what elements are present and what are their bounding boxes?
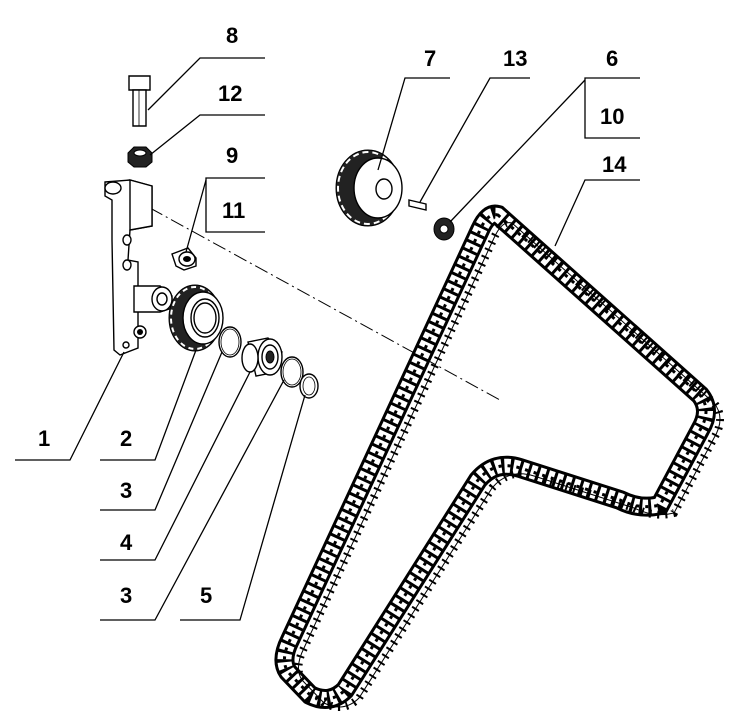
callout-2: 2 bbox=[120, 426, 132, 451]
callout-9: 9 bbox=[226, 143, 238, 168]
callout-10: 10 bbox=[600, 104, 624, 129]
washer-part bbox=[433, 217, 455, 241]
callout-13: 13 bbox=[503, 46, 527, 71]
screw-part bbox=[171, 247, 197, 271]
circlip-part bbox=[280, 356, 304, 388]
axis-centerline bbox=[149, 207, 501, 401]
callout-6: 6 bbox=[606, 46, 618, 71]
callout-5: 5 bbox=[200, 583, 212, 608]
callout-11: 11 bbox=[222, 198, 245, 223]
nut-part bbox=[127, 146, 153, 168]
callout-3-upper: 3 bbox=[120, 478, 132, 503]
callout-7: 7 bbox=[424, 46, 436, 71]
callout-8: 8 bbox=[226, 23, 238, 48]
bracket-part bbox=[104, 179, 173, 356]
roller-chain-part bbox=[274, 204, 724, 711]
callout-1: 1 bbox=[38, 426, 50, 451]
upper-sprocket-part bbox=[335, 149, 403, 227]
ring-part bbox=[299, 373, 319, 399]
key-part bbox=[408, 199, 427, 211]
leader-lines bbox=[15, 57, 640, 621]
callout-12: 12 bbox=[218, 81, 242, 106]
sprocket-part bbox=[168, 284, 224, 352]
bolt-part bbox=[128, 75, 151, 127]
callout-4: 4 bbox=[120, 530, 133, 555]
circlip-part bbox=[218, 326, 242, 358]
callout-3-lower: 3 bbox=[120, 583, 132, 608]
callout-14: 14 bbox=[602, 152, 627, 177]
bearing-part bbox=[241, 337, 283, 377]
